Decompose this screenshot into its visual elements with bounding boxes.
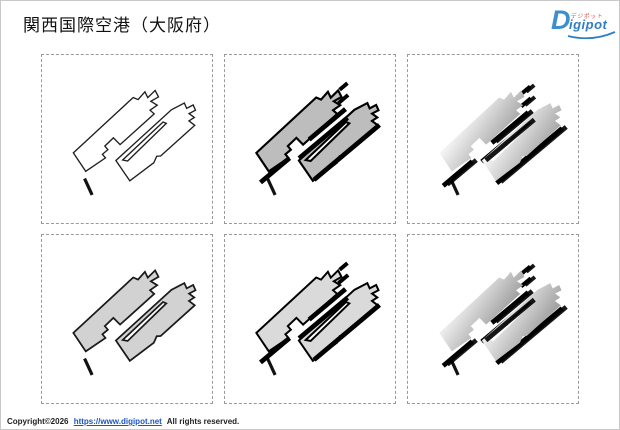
airport-map-lightgray-runways <box>242 249 390 390</box>
clipart-panel-outline[interactable] <box>41 54 213 224</box>
airport-map-outline <box>59 69 207 209</box>
footer: Copyright©2026 https://www.digipot.net A… <box>7 417 239 426</box>
clipart-panel-lightgray-outline[interactable] <box>41 234 213 404</box>
airport-map-lightgray-outline <box>59 249 207 389</box>
logo-wordmark: igipot <box>569 17 608 32</box>
rights-text: All rights reserved. <box>166 417 240 426</box>
logo-swoosh-icon <box>567 31 616 40</box>
logo-katakana-text: デジポット <box>571 14 604 20</box>
airport-map-gradient-2 <box>425 249 573 393</box>
clipart-panel-lightgray-runways[interactable] <box>224 234 396 404</box>
airport-map-gray-runways <box>242 69 390 210</box>
page-title: 関西国際空港（大阪府） <box>23 16 221 35</box>
clipart-panel-gradient[interactable] <box>407 54 579 224</box>
digipot-logo: D デジポット igipot <box>551 5 616 40</box>
digipot-link[interactable]: https://www.digipot.net <box>73 417 162 426</box>
clipart-panel-gradient-2[interactable] <box>407 234 579 404</box>
logo-letter-d: D <box>551 5 571 35</box>
airport-map-gradient <box>425 69 573 213</box>
clipart-grid <box>41 54 579 404</box>
clipart-panel-gray-runways[interactable] <box>224 54 396 224</box>
copyright-text: Copyright©2026 <box>7 417 69 426</box>
